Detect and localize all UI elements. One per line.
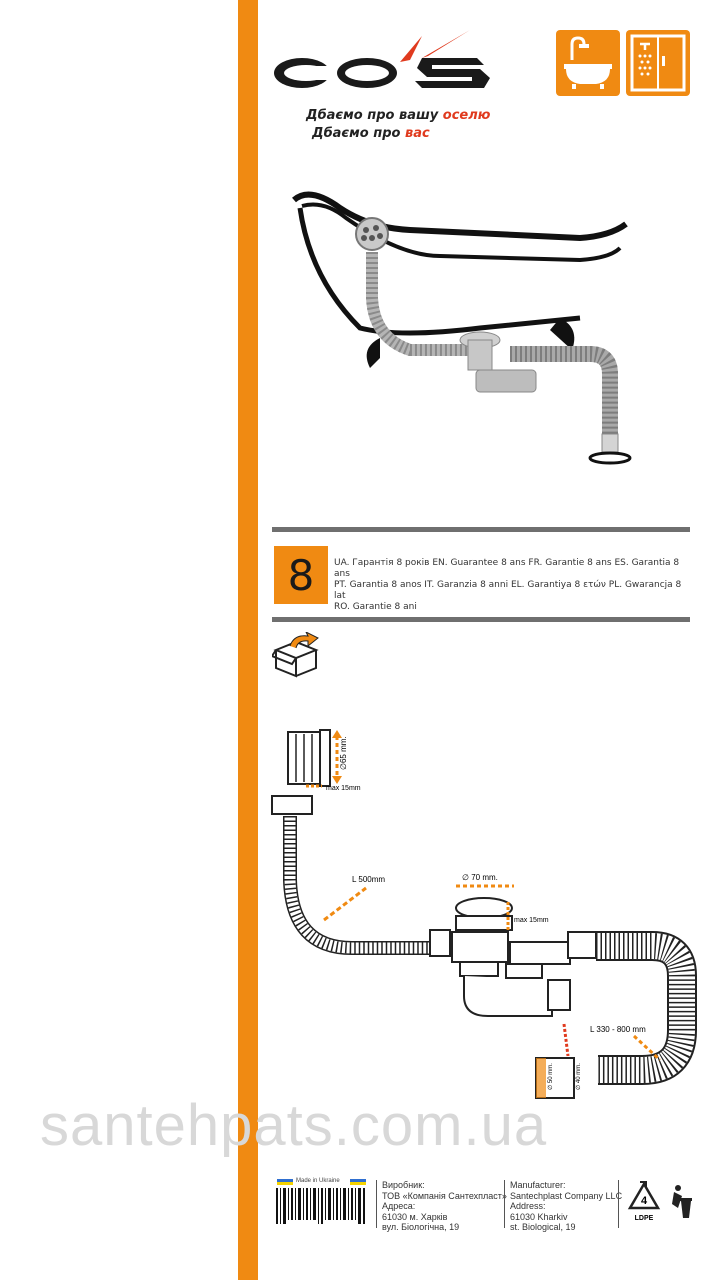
manufacturer-en: Manufacturer: Santechplast Company LLC A… xyxy=(510,1180,623,1232)
siphon-technical-drawing: ∅65 mm. max 15mm L 500mm ∅ 70 mm. max 15… xyxy=(271,729,697,1099)
bottom-divider xyxy=(272,617,690,622)
ukraine-flag-right xyxy=(350,1179,366,1185)
made-in-label: Made in Ukraine xyxy=(296,1178,340,1184)
dim-l500: L 500mm xyxy=(352,875,385,884)
orange-side-strip xyxy=(238,0,258,1280)
tagline-line-1: Дбаємо про вашу оселю xyxy=(306,108,491,123)
guarantee-years-badge: 8 xyxy=(274,546,328,604)
dim-l330-800: L 330 - 800 mm xyxy=(590,1025,646,1034)
dim-d50: ∅ 50 mm. xyxy=(547,1063,554,1090)
footer-divider-3 xyxy=(618,1180,619,1228)
bathtub-icon xyxy=(556,30,620,96)
tagline-line-2: Дбаємо про вас xyxy=(312,126,430,141)
top-divider xyxy=(272,527,690,532)
recycle-label: LDPE xyxy=(635,1215,654,1222)
ukraine-flag-left xyxy=(277,1179,293,1185)
footer-divider-2 xyxy=(504,1180,505,1228)
shower-cabin-icon xyxy=(626,30,690,96)
trash-bin-icon xyxy=(672,1185,692,1218)
dim-d70: ∅ 70 mm. xyxy=(462,873,498,882)
dim-max15-mid: max 15mm xyxy=(514,917,549,924)
dim-d40: ∅ 40 mm. xyxy=(575,1063,582,1090)
barcode xyxy=(276,1188,365,1224)
recycle-ldpe-icon: 4 LDPE xyxy=(627,1181,692,1222)
footer-divider-1 xyxy=(376,1180,377,1228)
manufacturer-ua: Виробник: ТОВ «Компанія Сантехпласт» Адр… xyxy=(382,1180,507,1232)
recycle-number: 4 xyxy=(641,1195,648,1207)
cos-logo xyxy=(274,30,490,88)
dim-d65: ∅65 mm. xyxy=(339,736,348,770)
dim-max15-top: max 15mm xyxy=(326,785,361,792)
guarantee-text: UA. Гарантія 8 років EN. Guarantee 8 ans… xyxy=(334,558,682,612)
watermark: santehpats.com.ua xyxy=(40,1093,548,1158)
open-box-icon xyxy=(272,632,319,678)
bathtub-siphon-illustration xyxy=(292,191,632,465)
